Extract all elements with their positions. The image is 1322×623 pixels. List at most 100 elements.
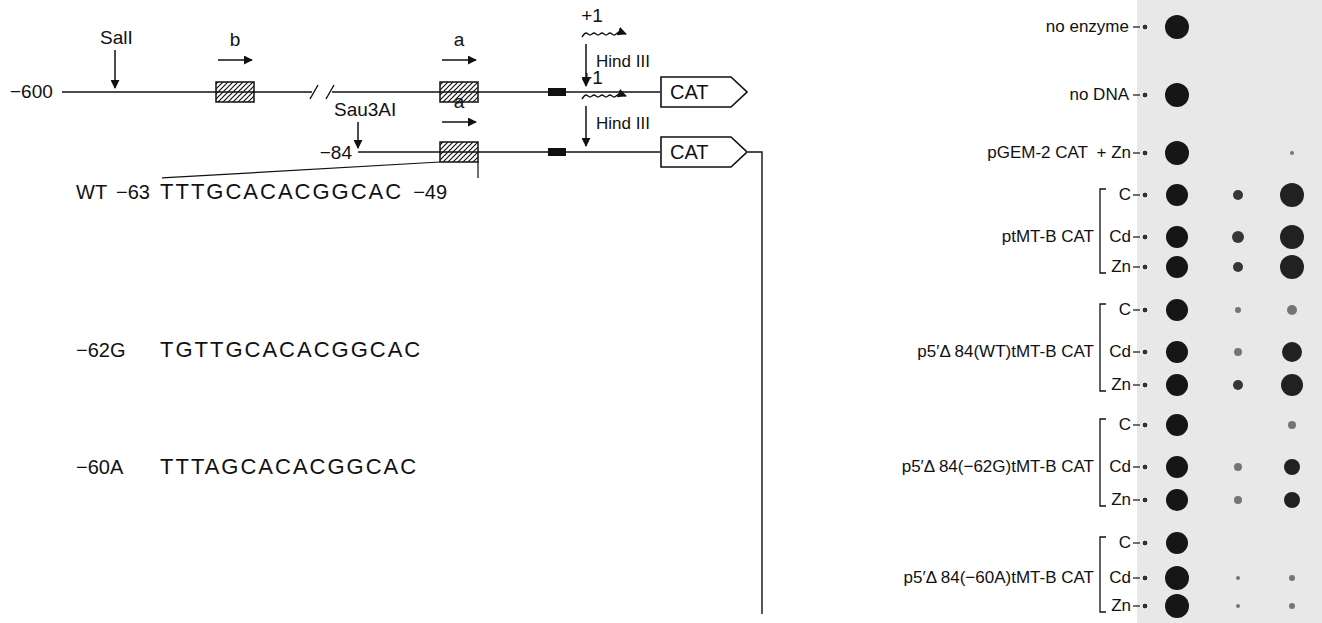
spot [1289, 603, 1295, 609]
restriction-site: Hind III [596, 115, 650, 134]
lane-label: + Zn [1097, 144, 1132, 163]
origin-dot [1142, 603, 1148, 609]
position-number: −63 [116, 181, 150, 203]
gene-arrow-outline [661, 77, 747, 107]
origin-dot [1142, 234, 1148, 240]
origin-dot [1142, 92, 1148, 98]
lane-label: no enzyme [1046, 18, 1129, 37]
origin-dot [1142, 540, 1148, 546]
treatment-label: C [1119, 416, 1131, 435]
transcript-arrow [582, 32, 626, 37]
bracket [1100, 304, 1106, 391]
transcript-arrow [582, 94, 626, 99]
origin-dot [1142, 349, 1148, 355]
spot [1233, 380, 1243, 390]
sequence: TGTTGCACACGGCAC [160, 338, 422, 362]
spot [1280, 255, 1304, 279]
spot [1166, 341, 1188, 363]
dna-line [332, 91, 660, 93]
construct-name: ptMT-B CAT [1002, 228, 1094, 247]
treatment-label: Cd [1109, 228, 1131, 247]
site-arrow [357, 122, 359, 148]
treatment-label: C [1119, 534, 1131, 553]
spot [1287, 305, 1297, 315]
origin-dot [1142, 422, 1148, 428]
origin-dot [1142, 464, 1148, 470]
construct-name: p5′Δ 84(WT)tMT-B CAT [917, 343, 1094, 362]
spot [1236, 604, 1240, 608]
spot [1284, 459, 1300, 475]
gene-name: CAT [660, 76, 748, 108]
spot [1234, 463, 1242, 471]
spot [1233, 262, 1243, 272]
spot [1165, 594, 1189, 618]
spot [1236, 576, 1240, 580]
bracket [1100, 419, 1106, 506]
sequence-name: −62G [76, 339, 125, 361]
gene-arrow-outline [661, 137, 747, 167]
element-name: b [230, 30, 241, 51]
zoom-line [477, 162, 478, 178]
element-name: a [454, 92, 465, 113]
spot [1166, 374, 1188, 396]
sequence-name: WT [76, 181, 107, 203]
treatment-label: Cd [1109, 569, 1131, 588]
gene-name: CAT [660, 136, 748, 168]
spot [1284, 492, 1300, 508]
bracket [1100, 189, 1106, 273]
position-number: −84 [320, 143, 352, 164]
restriction-site: Hind III [596, 53, 650, 72]
leader-line [1133, 605, 1140, 606]
site-arrow [585, 106, 587, 146]
spot [1166, 489, 1188, 511]
construct-name: p5′Δ 84(−62G)tMT-B CAT [902, 458, 1094, 477]
spot [1288, 421, 1296, 429]
bracket [748, 152, 762, 614]
leader-line [1133, 424, 1140, 425]
start-site: +1 [581, 68, 603, 89]
dna-line [358, 151, 660, 153]
treatment-label: C [1119, 186, 1131, 205]
dna-line [62, 91, 312, 93]
spot [1233, 190, 1243, 200]
treatment-label: Cd [1109, 458, 1131, 477]
leader-line [1133, 266, 1140, 267]
leader-line [1133, 236, 1140, 237]
leader-line [1133, 194, 1140, 195]
spot [1290, 151, 1294, 155]
leader-line [1133, 577, 1140, 578]
treatment-label: Zn [1111, 258, 1131, 277]
tlc-plate [1137, 0, 1322, 623]
leader-line [1133, 384, 1140, 385]
spot [1281, 374, 1303, 396]
start-site: +1 [581, 6, 603, 27]
site-arrow [114, 50, 116, 88]
spot [1280, 183, 1304, 207]
spot [1166, 226, 1188, 248]
spot [1165, 566, 1189, 590]
orientation-arrow [442, 121, 476, 123]
spot [1165, 141, 1189, 165]
tata-box [548, 148, 566, 156]
origin-dot [1142, 24, 1148, 30]
leader-line [1133, 499, 1140, 500]
element-name: a [454, 30, 465, 51]
spot [1166, 456, 1188, 478]
spot [1234, 348, 1242, 356]
treatment-label: Zn [1111, 597, 1131, 616]
orientation-arrow [442, 59, 476, 61]
treatment-label: C [1119, 301, 1131, 320]
origin-dot [1142, 382, 1148, 388]
leader-line [1133, 26, 1140, 27]
leader-line [1133, 309, 1140, 310]
treatment-label: Zn [1111, 491, 1131, 510]
leader-line [1133, 152, 1140, 153]
construct-name: pGEM-2 CAT [987, 144, 1088, 163]
spot [1282, 342, 1302, 362]
spot [1280, 225, 1304, 249]
spot [1165, 83, 1189, 107]
spot [1165, 15, 1189, 39]
mre-box [440, 142, 478, 162]
mre-box [216, 82, 254, 102]
